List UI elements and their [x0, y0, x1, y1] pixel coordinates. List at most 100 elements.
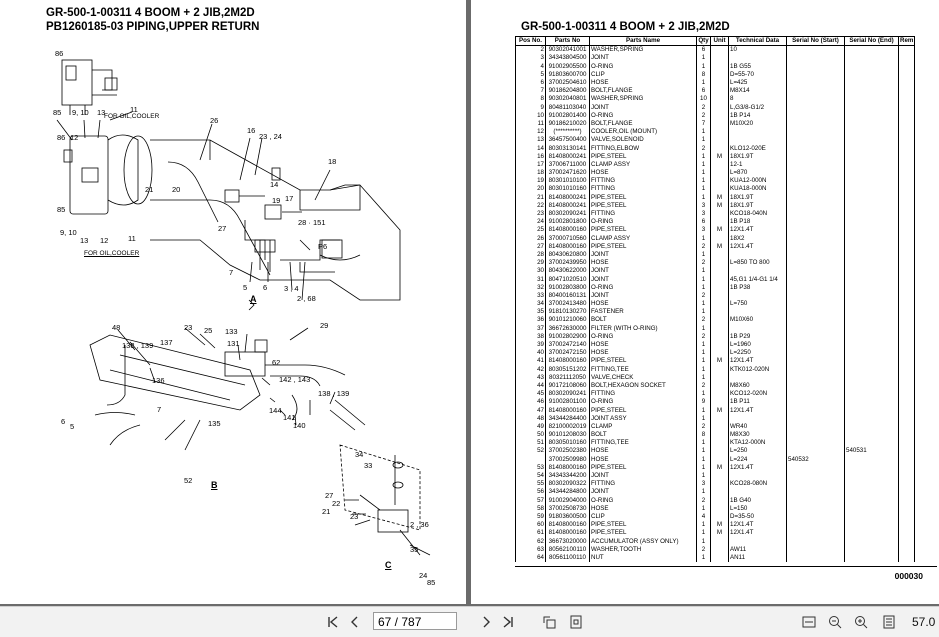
table-cell	[786, 62, 845, 71]
table-cell: L=870	[728, 168, 787, 177]
table-cell	[897, 430, 916, 439]
table-cell	[786, 553, 845, 562]
table-cell: BOLT,FLANGE	[589, 119, 697, 128]
table-cell	[897, 553, 916, 562]
table-cell: 1B P18	[728, 217, 787, 227]
callout-13b: 13	[80, 236, 89, 245]
table-cell: 91810130270	[545, 308, 590, 317]
table-cell	[844, 340, 899, 349]
last-page-icon[interactable]	[500, 613, 516, 631]
table-cell: 1	[696, 185, 711, 194]
table-cell	[844, 389, 899, 399]
table-cell: 81408000160	[545, 242, 590, 251]
table-cell: FITTING,TEE	[589, 365, 697, 374]
table-cell: JOINT	[589, 267, 697, 276]
table-cell: PIPE,STEEL	[589, 242, 697, 251]
table-cell: HOSE	[589, 447, 697, 456]
table-cell	[897, 545, 916, 554]
table-cell	[786, 177, 845, 186]
table-cell: CLAMP	[589, 422, 697, 431]
table-cell: WASHER,SPRING	[589, 95, 697, 104]
table-cell	[844, 512, 899, 521]
first-page-icon[interactable]	[325, 613, 341, 631]
table-cell: 42	[515, 365, 546, 374]
table-cell	[786, 299, 845, 308]
zoom-level[interactable]: 57.0	[912, 615, 936, 629]
table-cell	[897, 136, 916, 145]
table-cell: 36672630000	[545, 324, 590, 333]
table-cell	[710, 283, 729, 292]
callout-133: 133	[225, 327, 238, 336]
table-cell: 18X1.9T	[728, 152, 787, 161]
table-cell	[897, 250, 916, 259]
viewer-toolbar: 67 / 787 57.0	[0, 606, 939, 637]
callout-6: 6	[263, 283, 268, 292]
table-cell	[786, 217, 845, 227]
table-cell: 80302090322	[545, 479, 590, 489]
table-cell: 1	[696, 283, 711, 292]
prev-page-icon[interactable]	[347, 613, 363, 631]
table-cell: M	[710, 520, 729, 530]
table-cell	[897, 316, 916, 325]
table-cell	[786, 422, 845, 431]
table-cell	[844, 275, 899, 284]
callout-9-10b: 9, 10	[60, 228, 77, 237]
fit-page-icon[interactable]	[567, 613, 585, 631]
table-cell	[710, 185, 729, 194]
table-cell	[844, 357, 899, 366]
table-cell	[710, 209, 729, 218]
table-cell: 18	[515, 168, 546, 177]
rotate-icon[interactable]	[540, 613, 558, 631]
table-cell: JOINT	[589, 103, 697, 112]
table-cell	[786, 152, 845, 161]
table-cell: 52	[515, 447, 546, 456]
table-cell	[897, 308, 916, 317]
callout-7: 7	[229, 268, 234, 277]
table-cell	[897, 512, 916, 521]
callout-138-139: 138 , 139	[122, 341, 154, 350]
table-cell	[710, 332, 729, 341]
table-cell: O-RING	[589, 283, 697, 292]
table-cell: 1	[696, 488, 711, 497]
table-cell: 37002502380	[545, 447, 590, 456]
table-cell	[897, 406, 916, 415]
next-page-icon[interactable]	[478, 613, 494, 631]
table-cell: KCO28-080N	[728, 479, 787, 489]
table-cell: 80430622000	[545, 267, 590, 276]
table-cell: 45	[515, 389, 546, 399]
page-number-input[interactable]: 67 / 787	[373, 612, 457, 630]
table-cell: BOLT,FLANGE	[589, 86, 697, 96]
table-cell	[897, 86, 916, 96]
zoom-out-icon[interactable]	[826, 613, 844, 631]
table-cell: 12-1	[728, 160, 787, 169]
table-cell: 81408000160	[545, 529, 590, 538]
table-cell: FITTING,TEE	[589, 439, 697, 448]
table-cell	[710, 488, 729, 497]
table-cell: 48	[515, 414, 546, 423]
table-cell	[897, 373, 916, 382]
page-view-icon[interactable]	[880, 613, 898, 631]
table-cell	[844, 406, 899, 415]
table-cell	[786, 537, 845, 546]
table-cell: 2	[696, 316, 711, 325]
table-cell	[710, 267, 729, 276]
zoom-in-icon[interactable]	[852, 613, 870, 631]
table-cell: AW11	[728, 545, 787, 554]
table-cell	[728, 127, 787, 137]
fit-width-icon[interactable]	[800, 613, 818, 631]
